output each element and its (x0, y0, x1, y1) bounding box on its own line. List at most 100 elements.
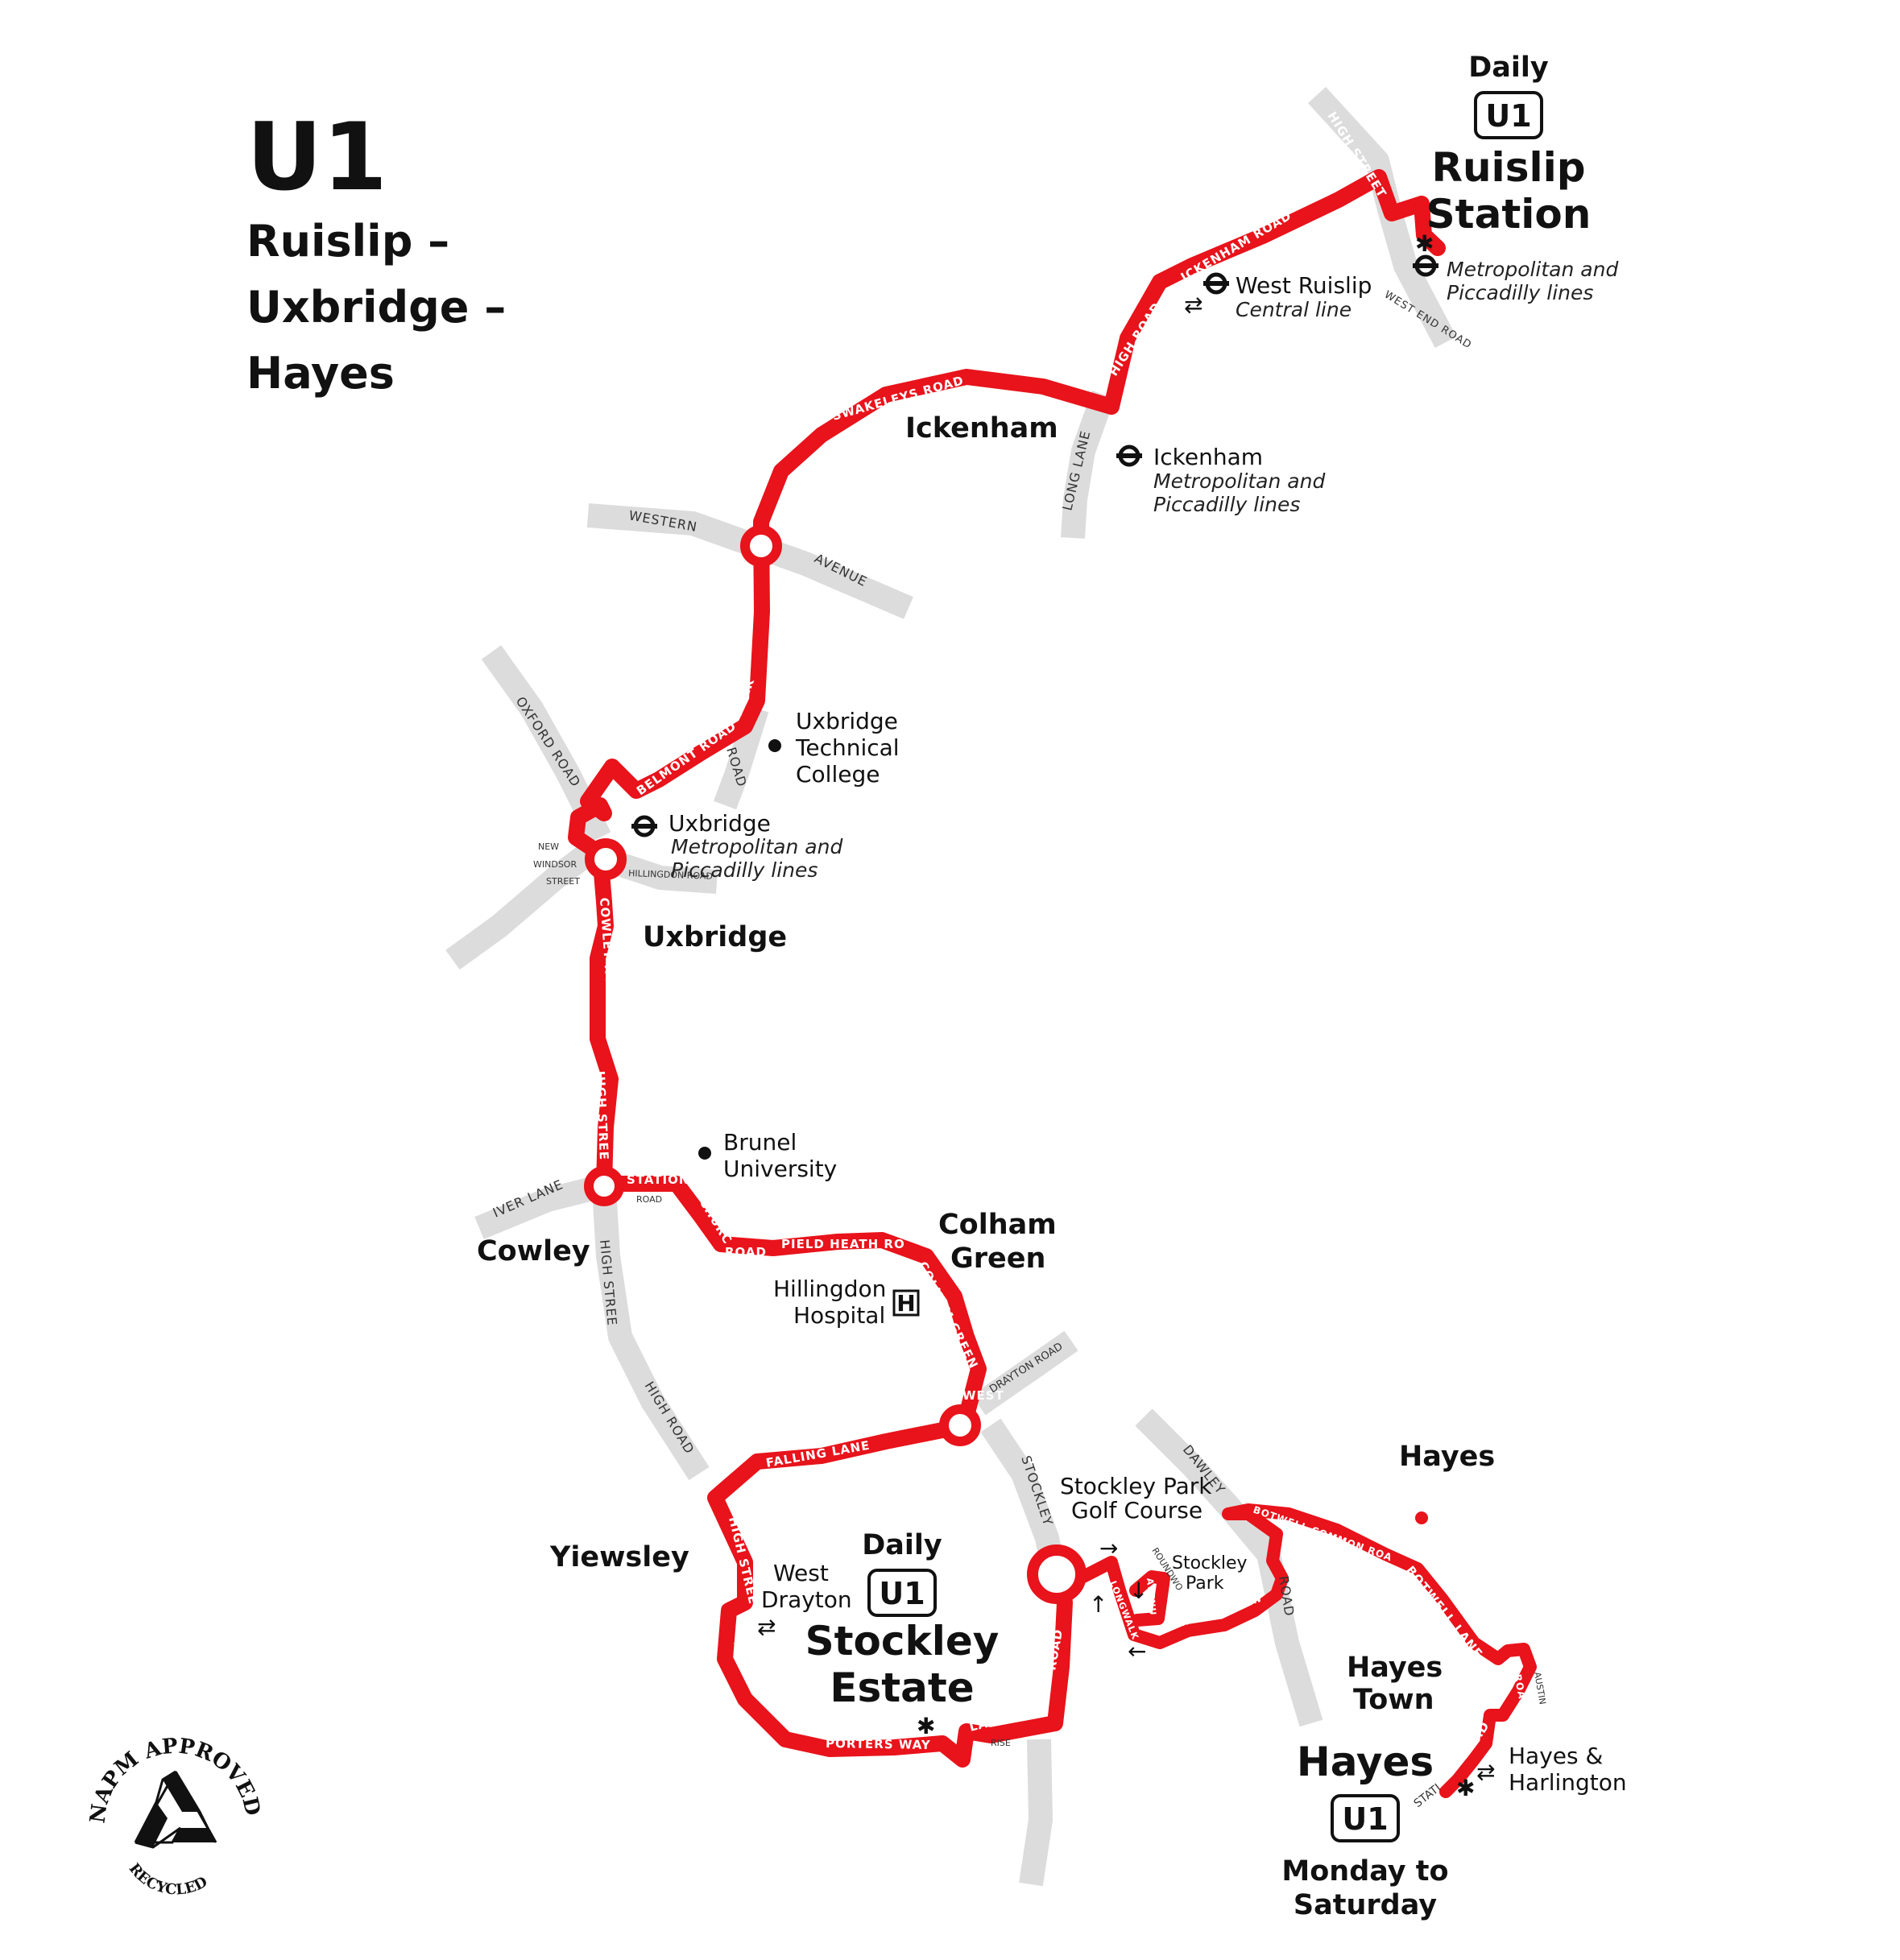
area-cowley: Cowley (477, 1235, 590, 1267)
west-drayton-2: Drayton (761, 1586, 852, 1613)
label-hillingdon-road: HILLINGDON ROAD (628, 868, 713, 882)
road-new-windsor (445, 844, 595, 970)
terminal-ruislip: Daily U1 Ruislip Station (1426, 52, 1592, 238)
label-botwell-common-road: BOTWELL COMMON ROAD (0, 0, 1394, 1564)
label-oxford-road: OXFORD ROAD (513, 694, 584, 790)
uxbridge-lines-2: Piccadilly lines (671, 858, 818, 882)
ruislip-badge-text: U1 (1485, 98, 1531, 134)
stockley-name-2: Estate (830, 1664, 974, 1711)
uxbridge-college-3: College (796, 761, 880, 788)
road-high-street-cowley (592, 1187, 710, 1481)
roundabout-cowley (584, 1166, 624, 1206)
arrow-left-icon: ← (1128, 1638, 1146, 1664)
ickenham-station-name: Ickenham (1153, 444, 1263, 470)
label-road-cowley: ROAD (636, 1194, 662, 1205)
hayes-badge-text: U1 (1342, 1801, 1388, 1837)
stockley-days: Daily (862, 1529, 942, 1561)
hayes-harlington-2: Harlington (1509, 1769, 1627, 1796)
hayes-terminal-name: Hayes (1297, 1739, 1434, 1785)
ickenham-underground-icon (1116, 445, 1142, 467)
ruislip-route-badge (1474, 91, 1543, 139)
label-falling-lane: FALLING LANE (765, 1438, 871, 1470)
hayes-rail-icon: ⇄ (1476, 1759, 1495, 1785)
ickenham-lines-1: Metropolitan and (1153, 469, 1325, 493)
stockley-badge-text: U1 (879, 1576, 925, 1611)
ickenham-lines-2: Piccadilly lines (1153, 493, 1300, 516)
terminal-stockley: Daily U1 Stockley Estate (805, 1529, 1000, 1711)
road-stockley-south (1019, 1739, 1053, 1887)
label-austin: AUSTIN (1532, 1671, 1548, 1705)
places: Uxbridge Technical College Brunel Univer… (698, 708, 1248, 1664)
label-drayton-road: DRAYTON ROAD (987, 1341, 1065, 1396)
golf-1: Stockley Park (1060, 1473, 1212, 1499)
uxbridge-underground-icon (631, 815, 657, 837)
hospital-icon-letter: H (896, 1290, 915, 1317)
hayes-star-icon: ✱ (1456, 1775, 1475, 1801)
title-line-2: Uxbridge – (246, 282, 506, 333)
road-drayton-road (971, 1330, 1078, 1416)
label-street: STREET (546, 876, 580, 887)
roundabouts (584, 525, 1087, 1604)
roundabout-colham (939, 1404, 981, 1446)
area-colham-2: Green (950, 1243, 1045, 1275)
stockley-park-1: Stockley (1172, 1553, 1248, 1573)
napm-recycled-logo: NAPM APPROVED RECYCLED (85, 1735, 264, 1899)
route-stockley-park (1077, 1503, 1537, 1798)
area-yiewsley: Yiewsley (549, 1541, 689, 1573)
west-ruislip-rail-icon: ⇄ (1184, 292, 1203, 318)
ruislip-name-1: Ruislip (1431, 144, 1585, 191)
hospital-1: Hillingdon (773, 1276, 886, 1302)
west-ruislip-name: West Ruislip (1236, 272, 1372, 299)
area-colham-1: Colham (938, 1209, 1057, 1241)
label-new: NEW (538, 841, 559, 852)
stockley-name-1: Stockley (805, 1618, 1000, 1664)
roundabout-uxbridge (585, 838, 627, 880)
title-line-1: Ruislip – (246, 216, 449, 267)
area-hayes-town-1: Hayes (1347, 1652, 1443, 1684)
napm-bottom-text: RECYCLED (126, 1860, 210, 1899)
terminal-hayes: Hayes U1 Monday to Saturday (1281, 1739, 1448, 1921)
route-ruislip-to-uxbridge (568, 169, 1446, 1192)
west-ruislip-underground-icon (1203, 272, 1229, 295)
west-ruislip-line: Central line (1236, 298, 1352, 321)
road-dawley-road (1135, 1408, 1323, 1727)
uxbridge-station-name: Uxbridge (669, 810, 771, 837)
ruislip-lines-2: Piccadilly lines (1447, 281, 1593, 304)
area-hayes: Hayes (1399, 1441, 1495, 1473)
hospital-2: Hospital (793, 1302, 885, 1329)
arrow-right-icon: → (1099, 1535, 1118, 1561)
hayes-harlington-1: Hayes & (1509, 1743, 1603, 1769)
label-stati: STATI (1412, 1781, 1443, 1810)
hayes-route-badge (1331, 1794, 1400, 1842)
label-windsor: WINDSOR (533, 859, 577, 870)
road-iver-lane (474, 1176, 599, 1239)
arrow-up-icon: ↑ (1089, 1591, 1107, 1618)
hospital-icon (892, 1289, 920, 1317)
title-line-3: Hayes (246, 348, 395, 399)
roundabout-western-avenue (740, 525, 782, 567)
ruislip-lines-1: Metropolitan and (1447, 258, 1618, 281)
road-long-lane (1061, 390, 1116, 539)
uxbridge-college-dot (768, 739, 781, 752)
hayes-days-2: Saturday (1294, 1889, 1437, 1921)
hayes-days-1: Monday to (1281, 1855, 1448, 1888)
title-block: U1 Ruislip – Uxbridge – Hayes (246, 103, 506, 399)
route-number: U1 (246, 103, 387, 212)
west-drayton-1: West (773, 1560, 829, 1586)
label-porters-way: PORTERS WAY (826, 1736, 931, 1752)
label-west: WEST (962, 1388, 1004, 1403)
brunel-1: Brunel (723, 1129, 797, 1156)
road-hillingdon-road (608, 850, 718, 894)
west-drayton-rail-icon: ⇄ (757, 1614, 776, 1640)
route-stockley-inner (1129, 1570, 1170, 1627)
stockley-star-icon: ✱ (917, 1713, 935, 1739)
arrow-down-icon: ↓ (1129, 1578, 1148, 1604)
label-furzeground-way: FURZEGROUND WAY (0, 0, 1263, 1633)
ruislip-star-icon: ✱ (1415, 230, 1434, 257)
area-uxbridge: Uxbridge (643, 921, 787, 953)
ruislip-days: Daily (1468, 52, 1549, 84)
roundabout-stockley (1027, 1544, 1087, 1604)
stockley-route-badge (867, 1569, 937, 1617)
label-lavender: LAVENDER (0, 0, 1029, 1735)
